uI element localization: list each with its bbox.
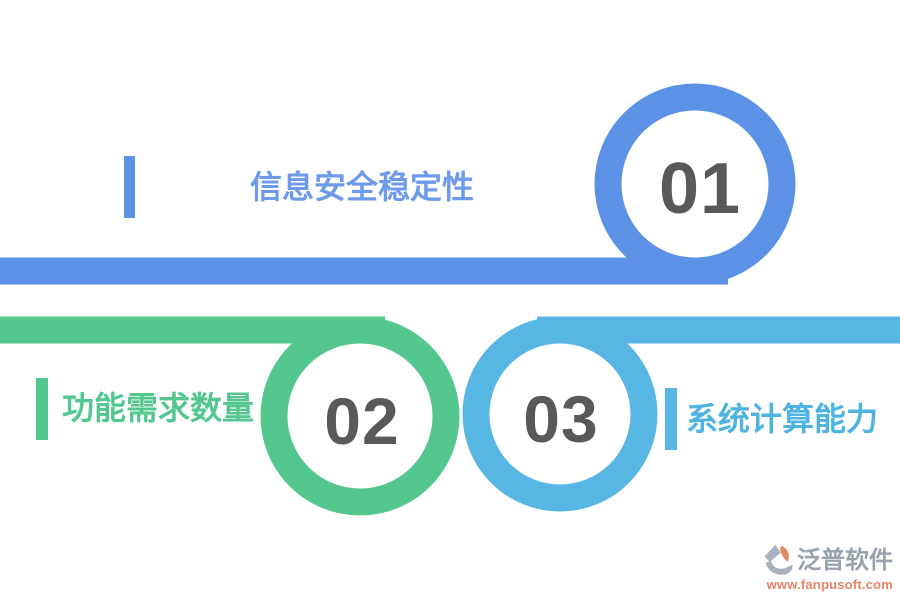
step-number-02: 02 <box>324 384 400 458</box>
label-marker-bar-03 <box>665 388 677 450</box>
watermark-brand-name: 泛普软件 <box>797 546 893 574</box>
ribbon-03 <box>462 316 900 512</box>
label-text-02: 功能需求数量 <box>62 390 255 426</box>
fanpu-logo-gray-crescent <box>765 561 793 575</box>
fanpu-logo-gray-top <box>764 544 781 562</box>
step-number-01: 01 <box>658 149 742 229</box>
step-number-03: 03 <box>523 382 599 456</box>
label-marker-bar-01 <box>124 156 135 218</box>
watermark: 泛普软件 www.fanpusoft.com <box>761 543 893 592</box>
ribbon-02 <box>0 316 460 516</box>
label-text-01: 信息安全稳定性 <box>250 169 475 205</box>
label-marker-bar-02 <box>36 378 48 440</box>
ribbon-03-loop <box>462 316 658 512</box>
ribbon-02-loop <box>260 316 460 516</box>
watermark-url: www.fanpusoft.com <box>766 577 893 592</box>
ribbon-01-loop <box>594 83 796 285</box>
ribbon-01 <box>0 83 796 285</box>
fanpu-logo-orange-leaf <box>779 545 789 562</box>
fanpu-logo-icon <box>764 544 793 575</box>
watermark-brand-row: 泛普软件 <box>761 543 893 579</box>
label-text-03: 系统计算能力 <box>686 401 879 437</box>
